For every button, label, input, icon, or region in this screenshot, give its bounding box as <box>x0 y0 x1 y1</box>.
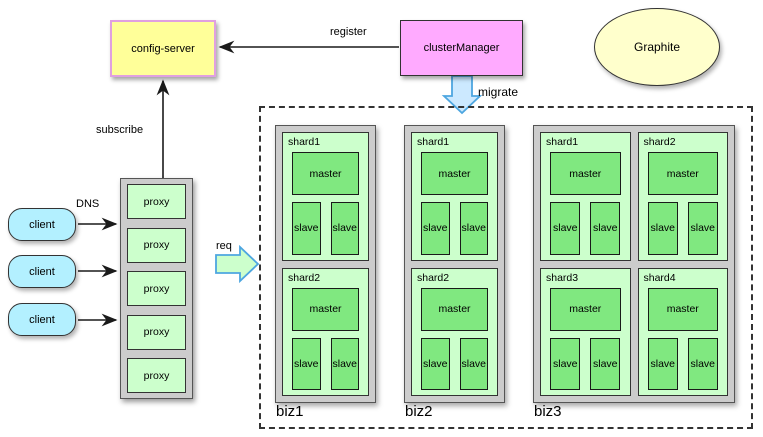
config-server-label: config-server <box>131 42 195 55</box>
slave-node[interactable]: slave <box>421 337 450 390</box>
shard-title: shard3 <box>546 271 579 284</box>
biz-group-biz3: shard1 master slave slave shard3 master … <box>533 125 735 403</box>
biz-group-label-biz1: biz1 <box>276 403 304 420</box>
cluster-manager-label: clusterManager <box>423 42 500 54</box>
edge-label-migrate: migrate <box>478 85 519 99</box>
slave-node[interactable]: slave <box>687 202 718 255</box>
shard-box[interactable]: shard1 master slave slave <box>282 132 369 261</box>
slave-node[interactable]: slave <box>647 202 678 255</box>
edge-label-req: req <box>216 240 232 252</box>
biz3-column-left: shard1 master slave slave shard3 master … <box>540 132 631 396</box>
shard-box[interactable]: shard2 master slave slave <box>282 267 369 396</box>
client-label: client <box>29 265 55 278</box>
proxy-label: proxy <box>143 282 170 295</box>
shard-title: shard2 <box>288 271 321 284</box>
slave-node[interactable]: slave <box>330 337 359 390</box>
proxy-node-3[interactable]: proxy <box>127 271 186 306</box>
proxy-label: proxy <box>143 326 170 338</box>
slave-row: slave slave <box>288 202 363 255</box>
slave-node[interactable]: slave <box>292 337 321 390</box>
master-node[interactable]: master <box>292 287 359 331</box>
client-node-2[interactable]: client <box>8 255 76 288</box>
slave-row: slave slave <box>288 337 363 390</box>
slave-row: slave slave <box>417 337 492 390</box>
slave-node[interactable]: slave <box>459 337 488 390</box>
biz-group-label-biz3: biz3 <box>534 403 562 420</box>
slave-node[interactable]: slave <box>550 337 581 390</box>
proxy-cluster: proxy proxy proxy proxy proxy <box>120 178 193 399</box>
req-block-arrow <box>215 244 260 284</box>
shard-box[interactable]: shard3 master slave slave <box>540 267 631 396</box>
shard-title: shard1 <box>546 136 579 148</box>
slave-row: slave slave <box>546 337 625 390</box>
client-label: client <box>29 313 55 326</box>
cluster-manager-node[interactable]: clusterManager <box>400 20 523 76</box>
proxy-node-2[interactable]: proxy <box>127 227 186 263</box>
shard-title: shard2 <box>643 136 676 148</box>
slave-node[interactable]: slave <box>330 202 359 255</box>
slave-node[interactable]: slave <box>459 202 488 255</box>
proxy-label: proxy <box>143 239 170 251</box>
master-node[interactable]: master <box>647 287 718 331</box>
proxy-label: proxy <box>143 369 170 382</box>
shard-box[interactable]: shard1 master slave slave <box>411 132 498 261</box>
slave-node[interactable]: slave <box>590 337 621 390</box>
slave-row: slave slave <box>644 202 723 255</box>
edge-label-register: register <box>330 26 367 38</box>
master-node[interactable]: master <box>550 287 621 331</box>
shard-box[interactable]: shard4 master slave slave <box>637 267 728 396</box>
edge-label-subscribe: subscribe <box>96 124 144 136</box>
master-node[interactable]: master <box>292 152 359 195</box>
graphite-node[interactable]: Graphite <box>594 8 720 86</box>
slave-node[interactable]: slave <box>590 202 621 255</box>
shard-box[interactable]: shard2 master slave slave <box>411 267 498 396</box>
biz-group-label-biz2: biz2 <box>405 403 433 420</box>
shard-box[interactable]: shard1 master slave slave <box>540 132 631 261</box>
slave-row: slave slave <box>644 337 723 390</box>
proxy-label: proxy <box>143 195 170 208</box>
shard-title: shard1 <box>288 136 321 148</box>
client-label: client <box>29 218 55 231</box>
graphite-label: Graphite <box>633 40 681 54</box>
biz3-column-right: shard2 master slave slave shard4 master … <box>637 132 728 396</box>
slave-node[interactable]: slave <box>292 202 321 255</box>
slave-row: slave slave <box>417 202 492 255</box>
master-node[interactable]: master <box>647 152 718 195</box>
proxy-node-1[interactable]: proxy <box>127 184 186 219</box>
edge-label-dns: DNS <box>76 198 100 210</box>
proxy-node-5[interactable]: proxy <box>127 358 186 393</box>
master-node[interactable]: master <box>421 287 488 331</box>
master-node[interactable]: master <box>550 152 621 195</box>
biz-group-biz1: shard1 master slave slave shard2 master … <box>275 125 376 403</box>
shard-title: shard1 <box>417 136 450 148</box>
slave-node[interactable]: slave <box>421 202 450 255</box>
slave-node[interactable]: slave <box>687 337 718 390</box>
biz-group-biz2: shard1 master slave slave shard2 master … <box>404 125 505 403</box>
master-node[interactable]: master <box>421 152 488 195</box>
cluster-region-boundary <box>259 106 753 429</box>
client-node-1[interactable]: client <box>8 208 76 241</box>
proxy-node-4[interactable]: proxy <box>127 314 186 350</box>
slave-node[interactable]: slave <box>647 337 678 390</box>
config-server-node[interactable]: config-server <box>110 20 216 77</box>
shard-box[interactable]: shard2 master slave slave <box>637 132 728 261</box>
shard-title: shard2 <box>417 271 450 284</box>
slave-node[interactable]: slave <box>550 202 581 255</box>
slave-row: slave slave <box>546 202 625 255</box>
client-node-3[interactable]: client <box>8 303 76 336</box>
shard-title: shard4 <box>643 271 676 284</box>
